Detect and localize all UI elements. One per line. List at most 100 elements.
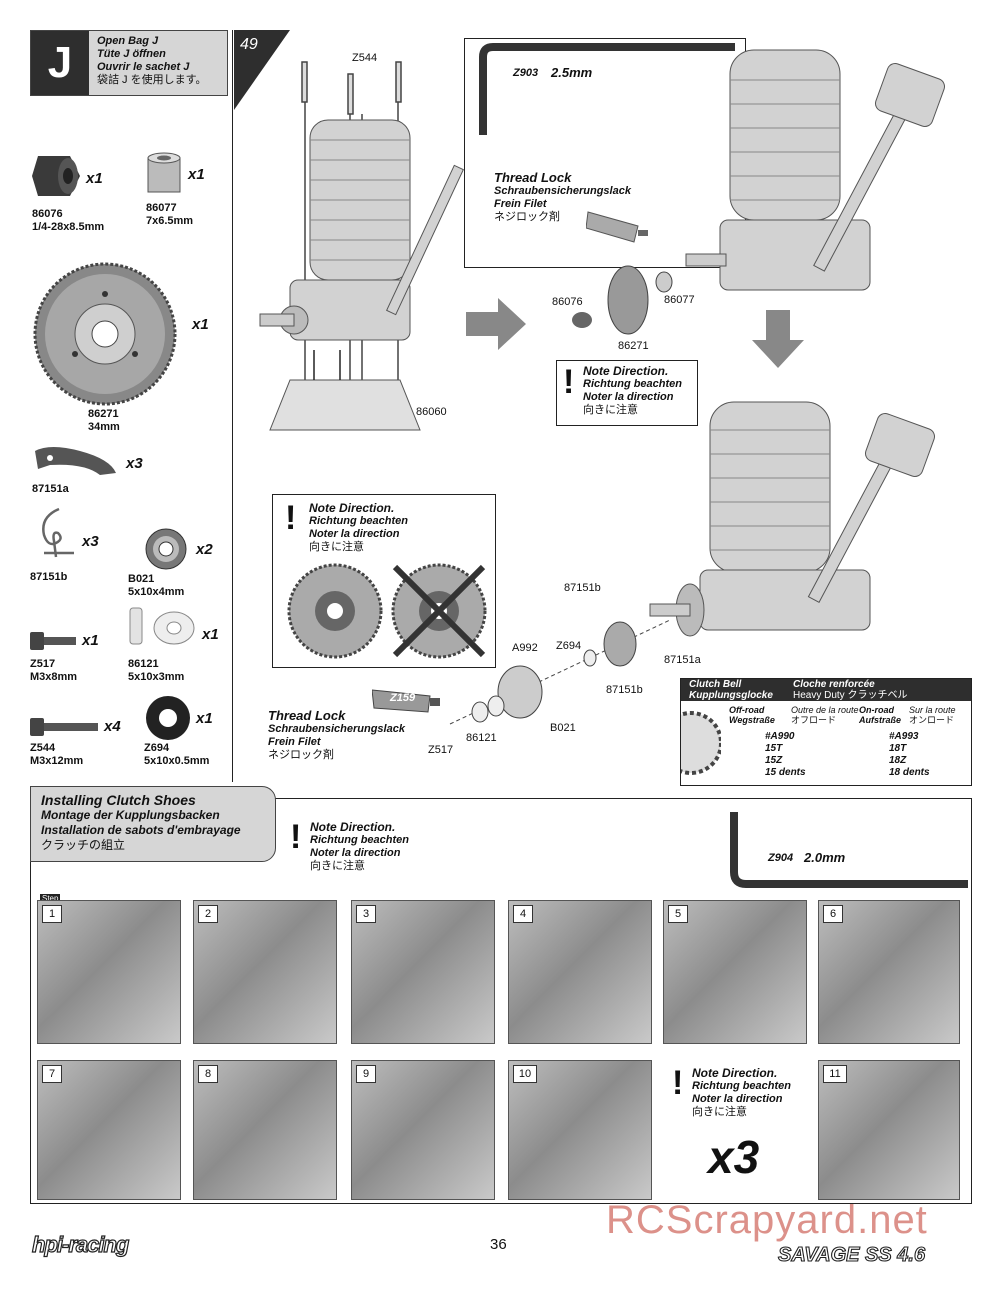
on-road-part: #A993 (889, 731, 919, 742)
part-z544: x4 Z544 M3x12mm (30, 712, 130, 772)
note-direction-3: ! Note Direction. Richtung beachten Note… (670, 1064, 810, 1124)
part-86271: x1 86271 34mm (30, 262, 230, 437)
note-title: Note Direction. (692, 1066, 778, 1080)
part-87151a: x3 87151a (30, 443, 170, 498)
z903-code: Z903 (513, 67, 539, 79)
part-code: 86076 (32, 208, 63, 220)
x3-repeat-label: x3 (708, 1131, 760, 1183)
label-86121: 86121 (466, 732, 497, 744)
exclamation-icon: ! (285, 499, 297, 537)
part-86076: x1 86076 1/4-28x8.5mm (30, 150, 140, 240)
installing-de: Montage der Kupplungsbacken (41, 808, 220, 822)
spring-icon (42, 507, 74, 558)
parts-panel-border (232, 30, 233, 782)
clutch-bell-title-de: Kupplungsglocke (689, 690, 773, 701)
exclamation-icon: ! (290, 818, 302, 856)
note-fr: Noter la direction (583, 391, 674, 403)
installing-section-frame (30, 798, 972, 1204)
thread-lock-fr: Frein Filet (268, 736, 321, 748)
part-qty: x4 (104, 718, 121, 735)
screw-icon (30, 718, 98, 736)
part-code: Z517 (30, 658, 56, 670)
on-road-label-jp: オンロード (909, 715, 955, 725)
part-qty: x1 (196, 710, 213, 727)
step-label: 8 (198, 1065, 218, 1083)
thread-lock-fr: Frein Filet (494, 198, 547, 210)
part-code: 86077 (146, 202, 177, 214)
part-code: Z544 (30, 742, 56, 754)
arrow-down (752, 310, 804, 368)
step-label: 4 (513, 905, 533, 923)
thread-lock-title: Thread Lock (268, 708, 346, 723)
part-size: 34mm (88, 421, 120, 433)
note-title: Note Direction. (583, 364, 669, 378)
z903-size: 2.5mm (551, 65, 593, 80)
step-number: 49 (240, 36, 258, 53)
photo-step-8: 8 (193, 1060, 337, 1200)
step-label: 5 (668, 905, 688, 923)
bag-line-de: Tüte J öffnen (97, 48, 166, 60)
thread-lock-de: Schraubensicherungslack (494, 185, 631, 197)
bag-line-fr: Ouvrir le sachet J (97, 61, 190, 73)
thread-lock-callout-bottom: Thread Lock Schraubensicherungslack Frei… (268, 708, 428, 768)
part-qty: x3 (126, 455, 143, 472)
page-number: 36 (490, 1236, 507, 1253)
part-qty: x1 (82, 632, 99, 649)
label-86271: 86271 (618, 340, 649, 352)
photo-step-7: 7 (37, 1060, 181, 1200)
flywheel-icon (33, 262, 177, 406)
photo-step-10: 10 (508, 1060, 652, 1200)
on-road-teeth: 18T (889, 743, 907, 754)
spacer-pair-icon (129, 607, 195, 645)
part-size: 1/4-28x8.5mm (32, 221, 105, 233)
note-direction-2: ! Note Direction. Richtung beachten Note… (286, 818, 446, 878)
part-code: 87151a (32, 483, 69, 495)
clutch-bell-title-jp: Heavy Duty クラッチベル (793, 690, 908, 701)
label-a992: A992 (512, 642, 538, 654)
photo-step-5: 5 (663, 900, 807, 1044)
part-qty: x1 (202, 626, 219, 643)
flywheel-correct-icon (287, 563, 383, 659)
note-de: Richtung beachten (583, 378, 683, 390)
step-label: 10 (513, 1065, 537, 1083)
label-z517: Z517 (428, 744, 454, 756)
photo-step-9: 9 (351, 1060, 495, 1200)
clutch-exploded (449, 619, 671, 725)
label-z544: Z544 (352, 52, 378, 64)
note-title: Note Direction. (310, 820, 396, 834)
flywheel-wrong-icon (391, 563, 487, 659)
clutch-shoe-icon (35, 447, 116, 475)
step-number-badge: 49 (234, 30, 290, 110)
off-road-teeth-de: 15Z (765, 755, 783, 766)
part-qty: x1 (86, 170, 103, 187)
off-road-label-jp: オフロード (791, 715, 837, 725)
z159-label: Z159 (390, 692, 416, 704)
part-86121: x1 86121 5x10x3mm (128, 606, 232, 688)
z904-code: Z904 (768, 852, 794, 864)
part-size: 5x10x0.5mm (144, 755, 210, 767)
photo-step-4: 4 (508, 900, 652, 1044)
label-86076: 86076 (552, 296, 583, 308)
installing-header: Installing Clutch Shoes Montage der Kupp… (30, 786, 276, 862)
part-87151b: x3 87151b (30, 505, 140, 585)
label-86077: 86077 (664, 294, 695, 306)
note-jp: 向きに注意 (309, 541, 364, 553)
z159-tube: Z159 (371, 684, 442, 714)
hex-wrench-z904: Z904 2.0mm (728, 812, 968, 892)
note-fr: Noter la direction (692, 1093, 783, 1105)
engine-illustration-lower (649, 401, 935, 637)
part-size: 5x10x4mm (128, 586, 185, 598)
part-b021: x2 B021 5x10x4mm (128, 527, 232, 601)
label-87151b: 87151b (564, 582, 601, 594)
photo-step-2: 2 (193, 900, 337, 1044)
photo-step-11: 11 (818, 1060, 960, 1200)
label-87151a: 87151a (664, 654, 701, 666)
gear-icon (681, 711, 721, 775)
flywheel-exploded (572, 265, 673, 335)
part-size: M3x12mm (30, 755, 84, 767)
thread-lock-tube-icon (586, 211, 648, 243)
spacer-icon (147, 152, 181, 193)
clutch-bell-title: Clutch Bell (689, 679, 742, 690)
part-size: M3x8mm (30, 671, 78, 683)
label-86060: 86060 (416, 406, 447, 418)
